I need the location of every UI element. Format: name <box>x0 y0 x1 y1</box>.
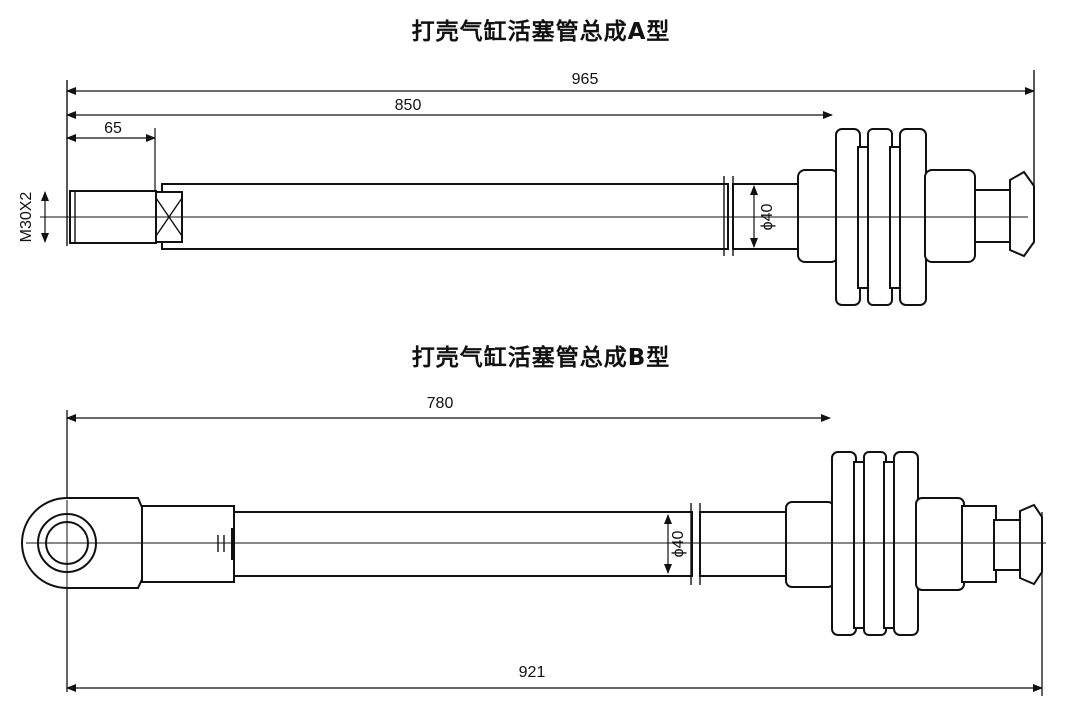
diameter-label: ϕ40 <box>670 531 687 558</box>
piston-rod <box>993 519 1023 571</box>
dim-label-65: 65 <box>104 120 122 137</box>
rod-end-cap <box>1009 170 1035 258</box>
diagram-a: 965 850 65 M30X2 <box>18 70 1035 306</box>
piston-hub <box>924 169 976 263</box>
diagram-a-title: 打壳气缸活塞管总成A型 <box>411 19 671 45</box>
clevis-neck <box>141 505 235 583</box>
piston-hub <box>915 497 965 591</box>
dim-label-965: 965 <box>572 71 599 88</box>
diagram-b: 780 921 ϕ40 <box>21 395 1046 696</box>
diagram-b-title: 打壳气缸活塞管总成B型 <box>411 345 671 371</box>
piston-rod-step <box>961 505 997 583</box>
rod-end-cap <box>1019 503 1043 586</box>
dim-label-850: 850 <box>395 97 422 114</box>
piston-tube-end <box>699 511 789 577</box>
piston-hub <box>797 169 839 263</box>
piston-rod <box>974 189 1011 243</box>
piston-hub <box>785 501 835 588</box>
dim-label-780: 780 <box>427 395 454 412</box>
piston-tube <box>233 511 693 577</box>
dim-label-921: 921 <box>519 664 546 681</box>
thread-label: M30X2 <box>18 192 35 243</box>
